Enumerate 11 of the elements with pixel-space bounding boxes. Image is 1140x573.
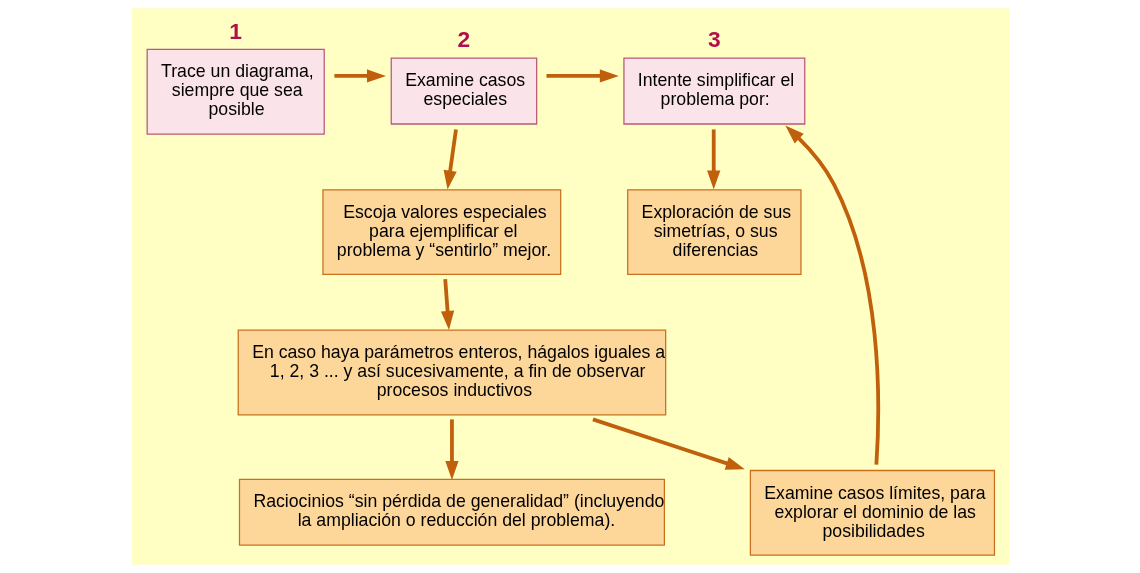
node-label: 2: [457, 26, 470, 53]
node-label: 3: [707, 26, 721, 53]
arrow: [706, 129, 720, 190]
node-label: 1: [228, 17, 242, 44]
arrow: [443, 129, 458, 190]
arrow: [784, 125, 880, 465]
arrow: [333, 69, 386, 83]
arrow: [444, 419, 459, 480]
arrow: [545, 69, 619, 83]
arrow: [591, 417, 745, 470]
arrow: [440, 278, 454, 330]
